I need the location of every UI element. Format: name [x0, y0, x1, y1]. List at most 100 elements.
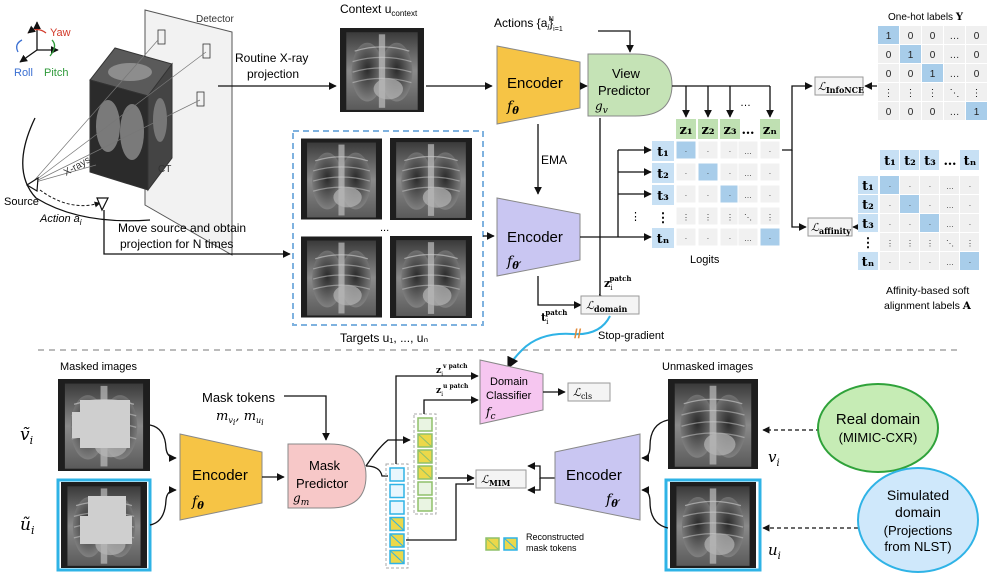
t-header-cell	[652, 185, 674, 205]
onehot-cell	[900, 64, 921, 82]
stop-gradient-arrow	[507, 315, 611, 370]
domain-classifier-line1: Domain	[490, 376, 528, 388]
affinity-cell	[880, 195, 899, 213]
affinity-loss-label: ℒaffinity	[811, 221, 851, 236]
masked-encoder	[179, 433, 263, 521]
onehot-value: ⋱	[950, 88, 960, 99]
onehot-title: One-hot labels Y	[888, 12, 964, 23]
logit-value: ·	[685, 169, 688, 178]
z-ellipsis-top: …	[740, 97, 751, 109]
token-columns	[385, 413, 437, 569]
ct-volume	[89, 47, 173, 192]
logit-cell	[737, 227, 759, 247]
yaw-label: Yaw	[50, 27, 71, 39]
affinity-col-label: t₂	[904, 154, 916, 169]
onehot-cell	[944, 45, 965, 63]
onehot-cell	[900, 102, 921, 120]
target-encoder-label: Encoder	[507, 229, 563, 246]
unmasked-encoder	[554, 433, 641, 521]
affinity-cell	[960, 233, 979, 251]
unmasked-sim-frame	[664, 478, 762, 572]
infonce-loss-label: ℒInfoNCE	[818, 80, 864, 95]
t-header-label: t₁	[657, 145, 669, 160]
v-label: vi	[768, 448, 780, 469]
ema-label: EMA	[541, 153, 567, 167]
logit-value: …	[744, 169, 752, 178]
u-label: ui	[768, 541, 781, 562]
mim-loss-label: ℒMIM	[481, 473, 511, 488]
onehot-value: 0	[908, 31, 914, 42]
logit-cell	[675, 140, 697, 160]
onehot-value: 1	[908, 50, 914, 61]
logit-value: …	[744, 191, 752, 200]
onehot-cell	[878, 26, 899, 44]
onehot-cell	[878, 102, 899, 120]
masked-encoder-label: Encoder	[192, 467, 248, 484]
affinity-caption-line1: Affinity-based soft	[886, 285, 969, 297]
onehot-value: 1	[930, 69, 936, 80]
affinity-value: …	[946, 201, 954, 210]
cls-loss-label: ℒcls	[573, 386, 592, 401]
actions-arrow	[598, 30, 634, 53]
onehot-value: 0	[908, 69, 914, 80]
affinity-value: ·	[929, 220, 932, 229]
affinity-value: ·	[969, 182, 972, 191]
cls-loss-box	[567, 382, 611, 402]
token-hatch	[417, 449, 433, 464]
affinity-value: ·	[969, 201, 972, 210]
affinity-value: ⋱	[946, 239, 954, 248]
logit-value: ·	[707, 147, 710, 156]
onehot-value: 0	[886, 107, 892, 118]
affinity-value: ·	[929, 182, 932, 191]
affinity-value: ·	[929, 258, 932, 267]
affinity-cell	[940, 176, 959, 194]
logit-value: ·	[685, 191, 688, 200]
onehot-value: ⋮	[884, 88, 894, 99]
onehot-cell	[922, 102, 943, 120]
logit-value: ·	[769, 191, 772, 200]
z-patch-label: zipatch	[604, 274, 632, 292]
t-header-label: ⋮	[657, 211, 670, 226]
affinity-value: ⋮	[966, 239, 974, 248]
token	[389, 500, 405, 515]
affinity-row-label: tₙ	[862, 255, 875, 270]
detector-label: Detector	[196, 14, 234, 25]
affinity-value: ·	[909, 220, 912, 229]
logit-cell	[697, 140, 719, 160]
affinity-cell	[900, 252, 919, 270]
logit-cell	[759, 140, 781, 160]
predictor-outputs	[672, 85, 774, 118]
zu-label: ziu patch	[436, 383, 469, 398]
logit-value: ·	[707, 169, 710, 178]
source-icon	[25, 176, 39, 193]
affinity-col-label: t₁	[884, 154, 896, 169]
affinity-cell	[880, 252, 899, 270]
t-header-label: tₙ	[657, 232, 670, 247]
mask-tokens-label: Mask tokens	[202, 390, 275, 405]
view-predictor-line1: View	[612, 66, 641, 81]
predictor-to-tokens-upper	[365, 436, 411, 467]
onehot-value: 0	[930, 31, 936, 42]
simulated-domain	[857, 467, 979, 573]
logit-cell	[737, 206, 759, 226]
affinity-col-label: t₃	[924, 154, 936, 169]
pitch-label: Pitch	[44, 67, 68, 79]
affinity-col-label: …	[944, 154, 957, 169]
infonce-loss-box	[814, 76, 864, 96]
sim-domain-line3: (Projections	[884, 523, 953, 538]
onehot-cell	[922, 26, 943, 44]
target-image	[301, 235, 382, 319]
logit-cell	[759, 206, 781, 226]
t-header-label: t₃	[657, 189, 669, 204]
mask-predictor-symbol: gm	[293, 491, 309, 508]
onehot-cell	[966, 64, 987, 82]
onehot-cell	[966, 26, 987, 44]
affinity-cell	[960, 195, 979, 213]
zv-label: ziv patch	[436, 363, 468, 378]
affinity-value: …	[946, 182, 954, 191]
affinity-cell	[920, 252, 939, 270]
logit-cell	[737, 140, 759, 160]
affinity-cell	[900, 233, 919, 251]
action-label: Action ai	[39, 213, 82, 227]
domain-classifier-line2: Classifier	[486, 390, 532, 402]
